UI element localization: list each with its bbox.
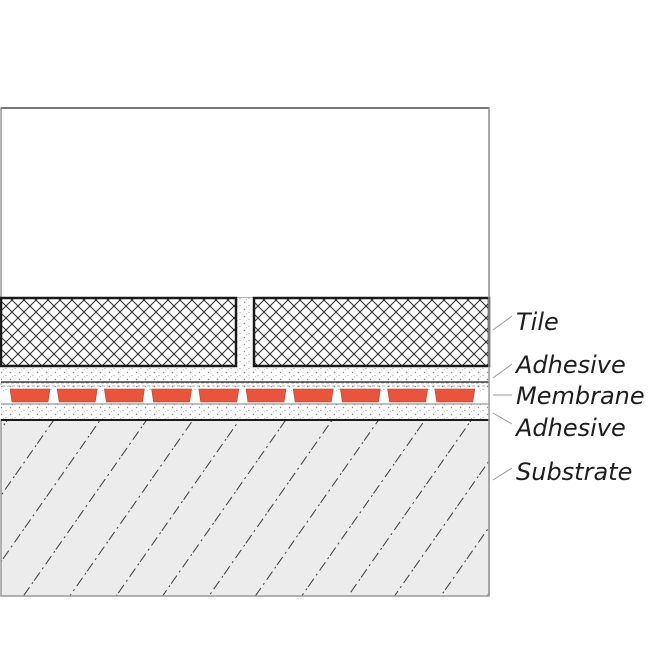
leader-substrate	[492, 467, 513, 481]
membrane-block	[434, 388, 476, 403]
leader-adhesive-top	[492, 363, 513, 379]
membrane-fleece-band	[0, 382, 490, 387]
membrane-block	[387, 388, 428, 403]
label-tile: Tile	[516, 308, 559, 336]
label-adhesive-bottom: Adhesive	[514, 414, 626, 442]
tile-left	[0, 296, 238, 368]
membrane-block	[151, 388, 192, 403]
membrane-block	[340, 388, 381, 403]
air-space	[0, 107, 490, 299]
tile-right	[252, 296, 491, 368]
membrane-block	[9, 388, 51, 403]
membrane-block	[56, 388, 98, 403]
label-substrate: Substrate	[516, 458, 632, 486]
membrane-block	[292, 388, 334, 403]
leader-lines	[492, 315, 513, 481]
membrane-block	[245, 388, 287, 403]
substrate	[0, 419, 490, 597]
leader-tile	[492, 315, 513, 331]
label-membrane: Membrane	[516, 382, 645, 410]
adhesive-bottom-layer	[1, 404, 489, 420]
membrane-block	[104, 388, 145, 403]
leader-adhesive-bottom	[492, 412, 513, 425]
membrane-block	[198, 388, 240, 403]
label-adhesive-top: Adhesive	[514, 351, 626, 379]
membrane-blocks	[9, 388, 476, 403]
